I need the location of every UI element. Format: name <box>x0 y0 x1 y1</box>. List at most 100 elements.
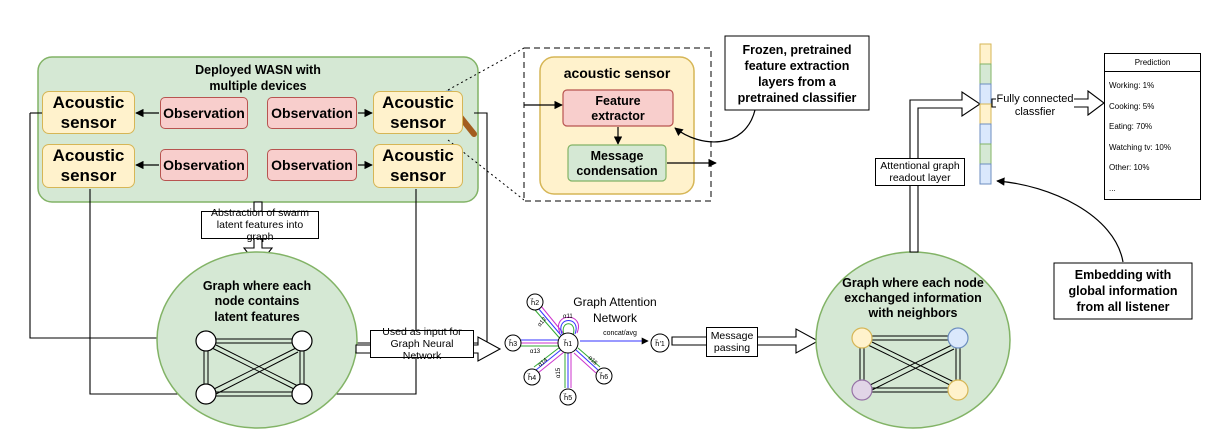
observation-top-left: Observation <box>160 97 248 129</box>
embedding-cell <box>979 143 992 165</box>
prediction-panel: Prediction Working: 1% Cooking: 5% Eating:… <box>1104 53 1201 200</box>
embedding-cell <box>979 123 992 145</box>
gat-alpha-14: α14 <box>537 357 549 369</box>
gnn-input-line2: Graph Neural Network <box>390 338 454 362</box>
message-condensation-line1: Message <box>591 149 644 163</box>
graph1-title-line3: latent features <box>214 310 299 324</box>
frozen-note-line3: layers from a <box>758 75 837 89</box>
gat-nodes <box>504 293 670 406</box>
embedding-note-line3: from all listener <box>1076 300 1169 314</box>
readout-label-line1: Attentional graph <box>880 160 960 172</box>
embedding-cell <box>979 103 992 125</box>
prediction-row: Other: 10% <box>1109 163 1150 172</box>
embedding-cell <box>979 63 992 85</box>
graph2-node <box>947 379 969 401</box>
sensor-label-line2: sensor <box>60 112 117 132</box>
frozen-note-box <box>724 35 870 111</box>
wire-sensor-tl-to-graph <box>29 113 197 342</box>
gat-node-h4: h⃗4 <box>527 373 537 382</box>
gnn-input-line1: Used as input for <box>382 326 462 338</box>
graph2-node <box>947 327 969 349</box>
sensor-label-line2: sensor <box>390 166 446 185</box>
graph2-title-line1: Graph where each node <box>842 276 984 290</box>
prediction-header: Prediction <box>1105 54 1200 72</box>
readout-label: Attentional graph readout layer <box>875 158 965 186</box>
message-passing-label: Message passing <box>706 327 758 357</box>
gat-alpha-15: α15 <box>556 367 562 378</box>
frozen-note-line1: Frozen, pretrained <box>742 43 851 57</box>
gat-title-line2: Network <box>593 311 638 325</box>
gat-node-h1: h⃗1 <box>563 339 573 348</box>
gat-node-h6: h⃗6 <box>599 372 609 381</box>
sensor-label-line1: Acoustic <box>52 146 125 165</box>
embedding-vector <box>979 43 992 185</box>
fc-label-line2: classfier <box>1014 106 1056 118</box>
embedding-note-box <box>1053 262 1193 320</box>
graph1-title-line2: node contains <box>215 294 300 308</box>
frozen-note-line4: pretrained classifier <box>738 91 857 105</box>
embedding-cell <box>979 163 992 185</box>
graph1-node <box>195 383 217 405</box>
graph1-node <box>195 330 217 352</box>
gat-node-h5: h⃗5 <box>563 393 573 402</box>
observation-bottom-left: Observation <box>160 149 248 181</box>
message-condensation-box <box>567 144 667 182</box>
fc-label-line1: Fully connected <box>996 93 1074 105</box>
message-condensation-line2: condensation <box>576 164 657 178</box>
embedding-note-line2: global information <box>1068 284 1177 298</box>
sensor-label-line2: sensor <box>390 112 446 132</box>
gat-alpha-16: α16 <box>587 355 599 367</box>
gat-concat-label: concat/avg <box>603 330 637 337</box>
graph1-node <box>291 383 313 405</box>
embedding-note-arrow <box>996 177 1124 263</box>
sensor-label-line2: sensor <box>60 166 117 185</box>
acoustic-sensor-bottom-right: Acoustic sensor <box>373 144 463 188</box>
graph2-edges <box>859 335 961 393</box>
gat-node-h1-prime: h⃗′1 <box>654 339 665 348</box>
graph2-node <box>851 379 873 401</box>
sensor-label-line1: Acoustic <box>52 92 125 112</box>
sensor-label-line1: Acoustic <box>382 92 454 112</box>
observation-bottom-right: Observation <box>267 149 357 181</box>
fc-label: Fully connected classfier <box>996 92 1074 120</box>
abstraction-label-line2: latent features into graph <box>216 219 304 243</box>
abstraction-label-line1: Abstraction of swarm <box>210 207 310 219</box>
frozen-note-line2: feature extraction <box>745 59 850 73</box>
message-passing-line2: passing <box>713 342 751 354</box>
feature-extractor-line2: extractor <box>591 109 645 123</box>
acoustic-sensor-bottom-left: Acoustic sensor <box>42 144 135 188</box>
graph1-node <box>291 330 313 352</box>
zoom-title: acoustic sensor <box>564 65 671 81</box>
graph2-node <box>851 327 873 349</box>
acoustic-sensor-top-left: Acoustic sensor <box>42 91 135 134</box>
gat-title-line1: Graph Attention <box>573 295 656 309</box>
wasn-title-line2: multiple devices <box>209 79 306 93</box>
graph2-title-line2: exchanged information <box>844 291 982 305</box>
frozen-note-arrow <box>674 109 756 143</box>
graph1-title-line1: Graph where each <box>203 279 311 293</box>
embedding-note-line1: Embedding with <box>1075 268 1172 282</box>
wire-sensor-bl-to-graph <box>89 189 197 398</box>
wasn-title-line1: Deployed WASN with <box>195 63 321 77</box>
prediction-row: Cooking: 5% <box>1109 101 1155 111</box>
gat-node-h2: h⃗2 <box>530 298 540 307</box>
prediction-row: Watching tv: 10% <box>1109 142 1171 152</box>
embedding-cell <box>979 43 992 65</box>
embedding-cell <box>979 83 992 105</box>
message-passing-line1: Message <box>710 330 754 342</box>
feature-extractor-line1: Feature <box>595 94 640 108</box>
feature-extractor-box <box>562 89 674 127</box>
graph2-title-line3: with neighbors <box>868 306 958 320</box>
gat-alpha-11: α11 <box>563 314 573 320</box>
wire-sensor-br-to-graph <box>315 189 417 398</box>
abstraction-label: Abstraction of swarm latent features int… <box>201 207 319 243</box>
sensor-label-line1: Acoustic <box>382 146 454 165</box>
prediction-row: ... <box>1109 183 1116 193</box>
gat-alpha-12: α12 <box>537 316 549 328</box>
readout-label-line2: readout layer <box>889 172 951 184</box>
prediction-row: Working: 1% <box>1109 81 1155 90</box>
gat-node-h3: h⃗3 <box>508 339 518 348</box>
gat-attention-edges <box>521 305 601 388</box>
prediction-row: Eating: 70% <box>1109 122 1153 131</box>
